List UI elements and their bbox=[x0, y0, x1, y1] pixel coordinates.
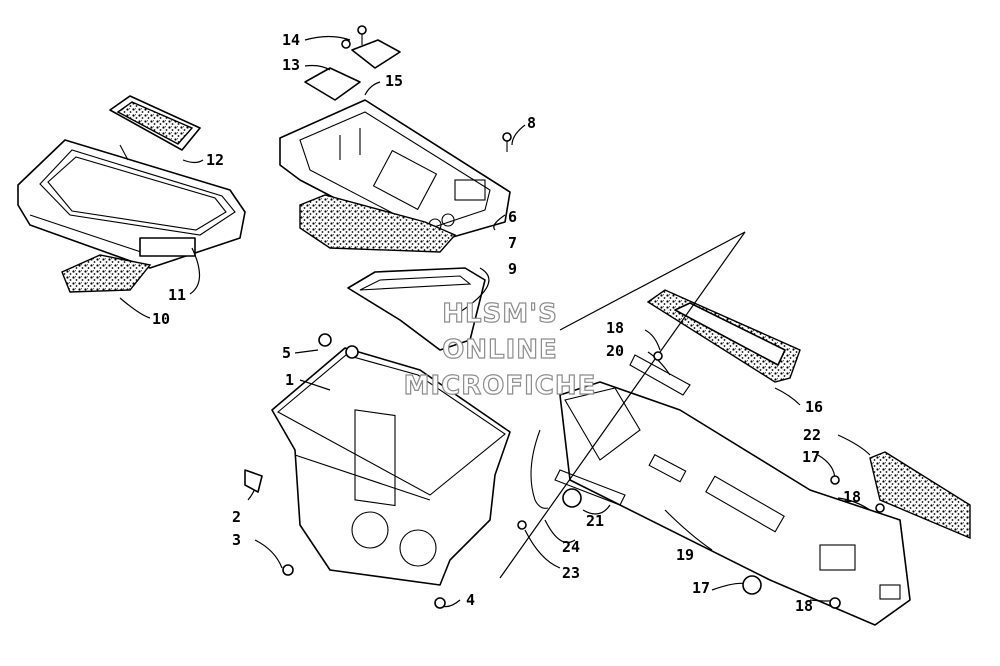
callout-18c: 18 bbox=[795, 597, 813, 615]
callout-3: 3 bbox=[232, 531, 241, 549]
callout-22: 22 bbox=[803, 426, 821, 444]
callout-17a: 17 bbox=[802, 448, 820, 466]
callout-14: 14 bbox=[282, 31, 300, 49]
callout-13: 13 bbox=[282, 56, 300, 74]
callout-20: 20 bbox=[606, 342, 624, 360]
watermark-line-1: HLSM'S bbox=[442, 299, 558, 329]
callout-18b: 18 bbox=[843, 488, 861, 506]
callout-5: 5 bbox=[282, 344, 291, 362]
watermark-line-3: MICROFICHE bbox=[404, 371, 597, 401]
console-19 bbox=[559, 381, 911, 626]
callout-19: 19 bbox=[676, 546, 694, 564]
intake-box-9 bbox=[347, 267, 486, 351]
callout-7: 7 bbox=[508, 234, 517, 252]
callout-23: 23 bbox=[562, 564, 580, 582]
foam-gasket-16 bbox=[646, 289, 801, 383]
small-hardware bbox=[244, 25, 885, 609]
foam-pad-10 bbox=[61, 254, 152, 293]
callout-21: 21 bbox=[586, 512, 604, 530]
callout-9: 9 bbox=[508, 260, 517, 278]
air-box-1 bbox=[271, 347, 511, 586]
callout-18a: 18 bbox=[606, 319, 624, 337]
callout-1: 1 bbox=[285, 371, 294, 389]
callout-labels: 1 2 3 4 5 6 7 8 9 10 11 12 13 14 15 16 1… bbox=[152, 31, 861, 615]
callout-24: 24 bbox=[562, 538, 580, 556]
decal-12 bbox=[109, 95, 201, 151]
watermark: HLSM'S ONLINE MICROFICHE bbox=[403, 298, 597, 401]
watermark-line-2: ONLINE bbox=[442, 335, 558, 365]
mounting-bracket-6 bbox=[279, 99, 511, 246]
leader-lines bbox=[119, 35, 871, 608]
callout-11: 11 bbox=[168, 286, 186, 304]
callout-17b: 17 bbox=[692, 579, 710, 597]
callout-4: 4 bbox=[466, 591, 475, 609]
foam-pad-22 bbox=[869, 451, 971, 540]
callout-12: 12 bbox=[206, 151, 224, 169]
callout-15: 15 bbox=[385, 72, 403, 90]
foam-pad-7 bbox=[299, 194, 457, 253]
callout-8: 8 bbox=[527, 114, 536, 132]
callout-16: 16 bbox=[805, 398, 823, 416]
callout-10: 10 bbox=[152, 310, 170, 328]
callout-2: 2 bbox=[232, 508, 241, 526]
instrument-pod-cover bbox=[17, 139, 246, 269]
switch-15 bbox=[351, 39, 401, 69]
callout-6: 6 bbox=[508, 208, 517, 226]
switch-13 bbox=[304, 67, 361, 101]
